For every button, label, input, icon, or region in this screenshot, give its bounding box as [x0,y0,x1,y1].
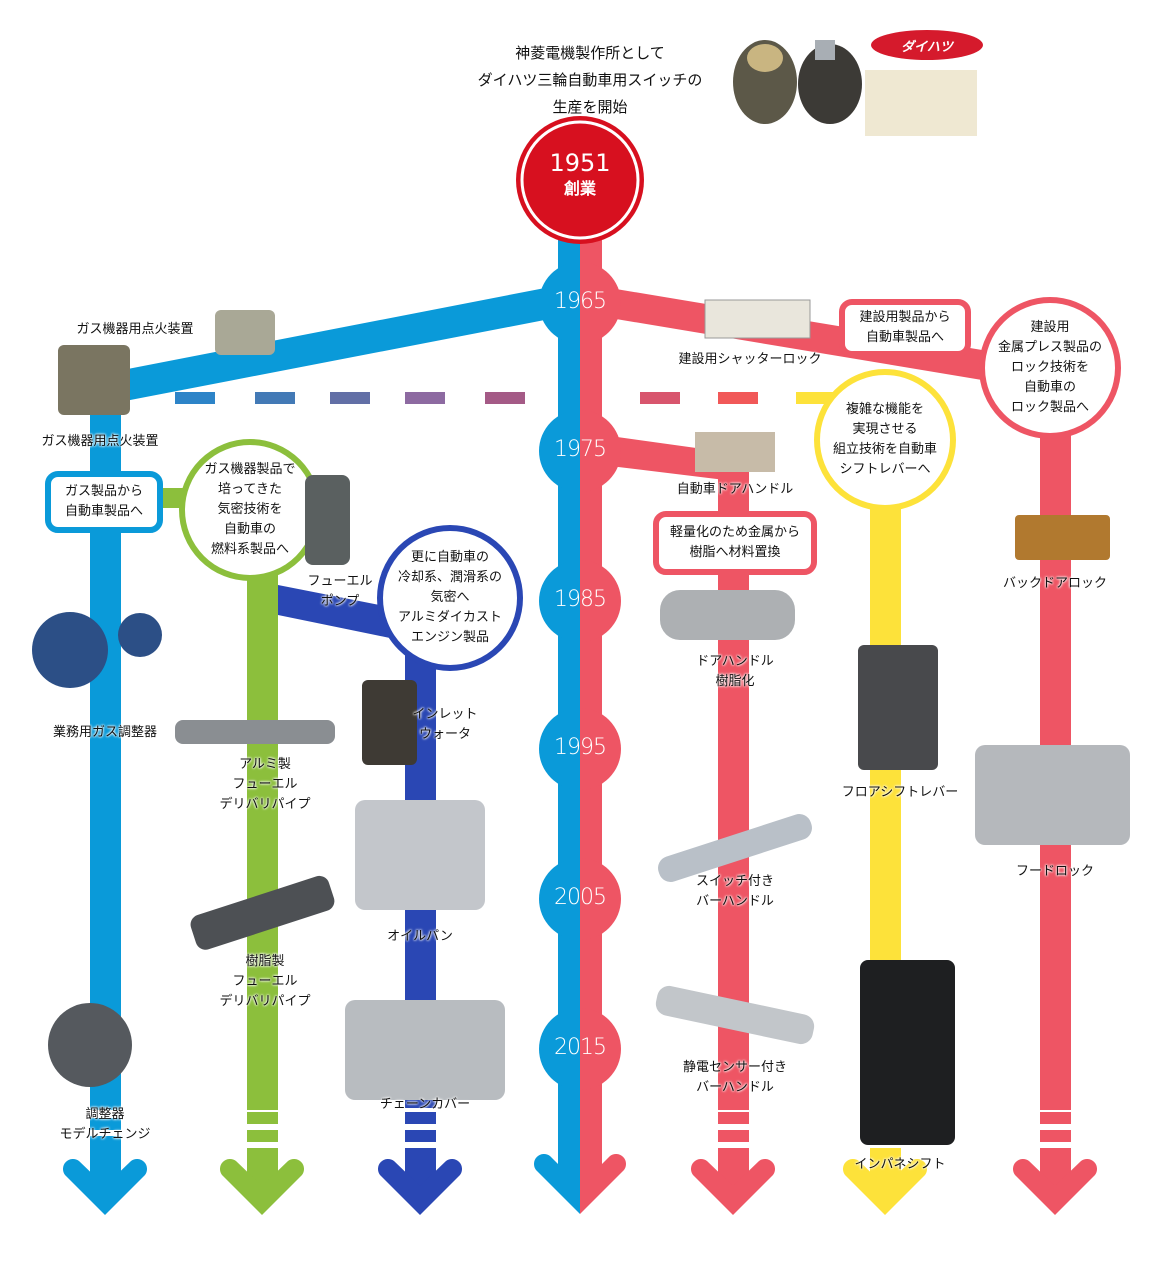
photo-switch-2 [798,44,862,124]
founding-circle [516,116,644,244]
yellow-arrow-icon [842,1158,928,1215]
year-nodes [539,262,621,1090]
label-oil-pan: オイルパン [387,929,453,944]
intro-text: 神菱電機製作所として ダイハツ三輪自動車用スイッチの 生産を開始 [477,44,703,116]
bubble-shift-text: 複雑な機能を 実現させる 組立技術を自動車 シフトレバーへ [832,402,937,477]
photo-regulator-new [48,1003,132,1087]
photo-hood-lock [975,745,1130,845]
bubble-shift [814,369,956,511]
photo-gas-regulator [32,612,108,688]
daihatsu-logo-text: ダイハツ [901,40,953,55]
photo-car-door-handle [695,432,775,472]
label-back-door-lock: バックドアロック [1002,576,1107,591]
label-gas-igniter-2: ガス機器用点火装置 [41,434,159,449]
photo-fuel-pump [305,475,350,565]
green-arrow-icon [220,1158,305,1215]
label-shutter-lock: 建設用シャッターロック [678,352,822,367]
bubble-gas-to-auto [45,471,163,533]
label-alu-fuel-pipe: アルミ製 フューエル デリバリパイプ [219,757,311,812]
photo-floor-shift [858,645,938,770]
bubble-resin [653,511,817,575]
photo-inlet-water [362,680,417,765]
year-1975: 1975 [554,437,607,462]
year-1995: 1995 [554,735,607,760]
bubble-engine [377,525,523,671]
label-gas-igniter-1: ガス機器用点火装置 [76,322,194,337]
label-resin-fuel-pipe: 樹脂製 フューエル デリバリパイプ [219,954,311,1009]
photo-resin-door-handle [660,590,795,640]
year-2005: 2005 [554,885,607,910]
photo-shutter-lock [704,299,811,339]
red-arrow-icon-2 [1012,1158,1098,1215]
photo-switches-board [865,70,977,136]
year-1985: 1985 [554,587,607,612]
year-2015: 2015 [554,1035,607,1060]
daihatsu-logo [871,30,983,60]
photo-gas-igniter-1 [58,345,130,415]
photo-chain-cover [345,1000,505,1100]
green-line [247,570,278,1110]
bubble-gas-to-auto-text: ガス製品から 自動車製品へ [64,484,143,519]
founding-title: 創業 [563,179,596,198]
photo-resin-fuel-pipe [190,875,335,950]
navy-branch [278,585,395,638]
photo-switch-bar-handle [658,814,812,882]
label-sensor-bar-handle: 静電センサー付き バーハンドル [682,1060,787,1095]
photo-oil-pan [355,800,485,910]
photo-gas-igniter-2 [215,310,275,355]
label-inlet-water: インレット ウォータ [412,707,478,742]
bubble-construction-to-auto-text: 建設用製品から 自動車製品へ [859,310,951,345]
photo-alu-fuel-pipe [175,720,335,744]
photo-back-door-lock [1015,515,1110,560]
label-floor-shift: フロアシフトレバー [841,785,959,800]
dashed-connector [175,392,836,404]
product-images [32,30,1130,1145]
founding-year: 1951 [549,149,611,177]
photo-inpane-shift [860,960,955,1145]
bubble-lock-text: 建設用 金属プレス製品の ロック技術を 自動車の ロック製品へ [997,320,1102,415]
red-arrow-icon [690,1158,776,1215]
label-resin-door-handle: ドアハンドル 樹脂化 [696,654,774,689]
bubble-resin-text: 軽量化のため金属から 樹脂へ材料置換 [669,525,800,560]
photo-sensor-bar-handle [655,985,815,1045]
year-1965: 1965 [554,289,607,314]
label-inpane-shift: インパネシフト [854,1157,946,1172]
label-regulator-model-change: 調整器 モデルチェンジ [59,1107,151,1142]
label-car-door-handle: 自動車ドアハンドル [676,482,794,497]
bubble-fuel-system-text: ガス機器製品で 培ってきた 気密技術を 自動車の 燃料系製品へ [204,462,296,557]
blue-branch-1965 [112,288,555,402]
bubble-lock [979,297,1121,439]
label-chain-cover: チェーンカバー [379,1097,471,1112]
bubble-engine-text: 更に自動車の 冷却系、潤滑系の 気密へ アルミダイカスト エンジン製品 [397,550,502,645]
navy-arrow-icon [377,1158,462,1215]
label-gas-regulator: 業務用ガス調整器 [52,725,157,740]
label-fuel-pump: フューエル ポンプ [307,574,373,609]
founding-label: 1951 創業 [520,148,640,200]
label-hood-lock: フードロック [1015,864,1094,879]
label-switch-bar-handle: スイッチ付き バーハンドル [695,874,774,909]
bubble-construction-to-auto [839,299,971,357]
